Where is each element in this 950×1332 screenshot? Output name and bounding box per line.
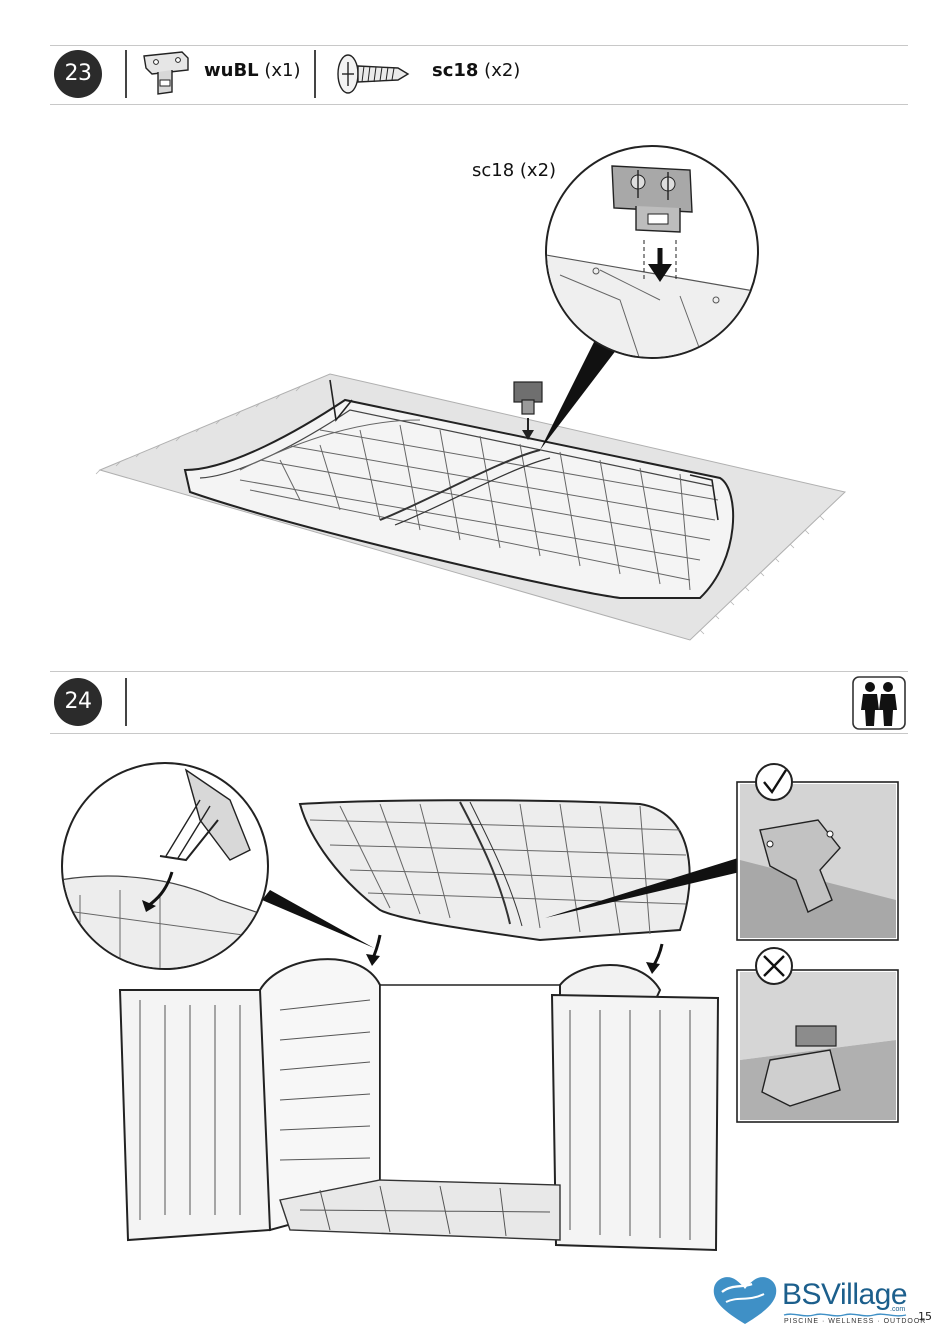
step23-number: 23 xyxy=(54,50,102,98)
part-wubl-qty: (x1) xyxy=(264,60,301,81)
screw-icon xyxy=(337,54,410,94)
wave-decoration xyxy=(783,1313,907,1317)
step23-top-rule xyxy=(50,45,908,46)
part-sc18-label: sc18 (x2) xyxy=(432,60,520,81)
step24-illustration xyxy=(61,762,899,1252)
brand-name: BSVillage xyxy=(782,1278,908,1311)
part-wubl-code: wuBL xyxy=(204,60,259,81)
two-persons-icon xyxy=(852,676,906,730)
brand-tagline: PISCINE · WELLNESS · OUTDOOR xyxy=(784,1318,927,1325)
part-sc18-code: sc18 xyxy=(432,60,479,81)
bracket-icon xyxy=(143,51,189,95)
heart-logo-icon xyxy=(713,1277,777,1324)
step24-bottom-rule xyxy=(50,733,908,734)
step24-top-rule xyxy=(50,671,908,672)
page-number: 15 xyxy=(918,1310,932,1323)
step23-bottom-rule xyxy=(50,104,908,105)
step24-number: 24 xyxy=(54,678,102,726)
brand-suffix: .com xyxy=(890,1306,906,1313)
step24-separator xyxy=(125,678,127,726)
step23-separator-1 xyxy=(125,50,127,98)
step23-illustration xyxy=(95,145,847,641)
part-wubl-label: wuBL (x1) xyxy=(204,60,301,81)
part-sc18-qty: (x2) xyxy=(484,60,521,81)
step23-separator-2 xyxy=(314,50,316,98)
callout-sc18-label: sc18 (x2) xyxy=(472,160,557,181)
